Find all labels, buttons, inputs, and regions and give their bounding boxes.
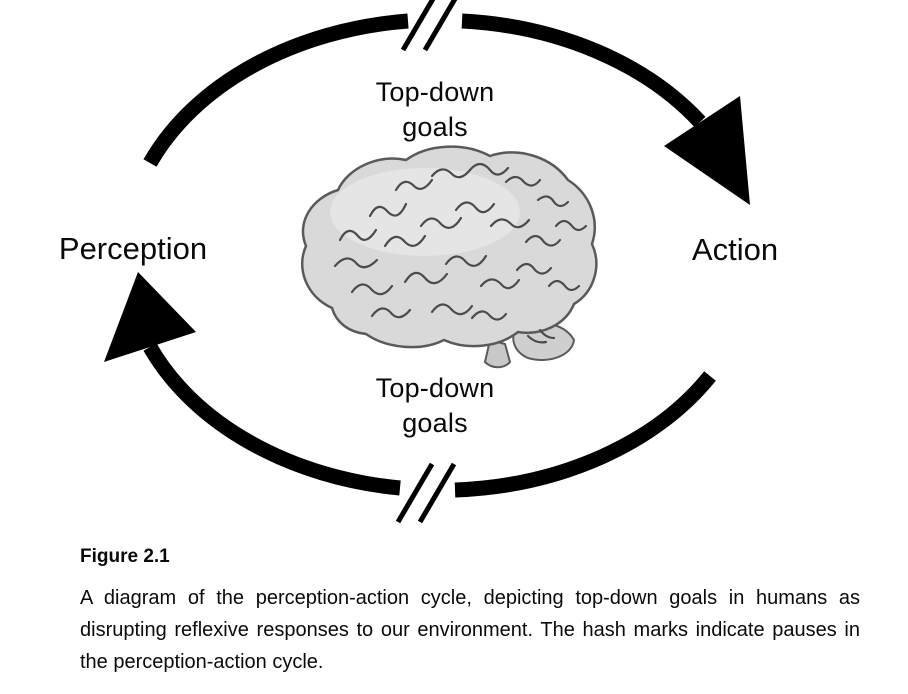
bottom-goals-line1: Top-down bbox=[375, 373, 495, 403]
action-label: Action bbox=[691, 232, 779, 267]
figure-caption: Figure 2.1 A diagram of the perception-a… bbox=[80, 546, 860, 678]
brain-icon bbox=[301, 145, 598, 369]
figure-caption-text: A diagram of the perception-action cycle… bbox=[80, 587, 860, 673]
top-hash-marks bbox=[400, 0, 458, 52]
action-arrowhead bbox=[664, 96, 750, 205]
perception-action-cycle-diagram: Top-down goals Top-down goals Perception… bbox=[58, 0, 779, 524]
top-goals-label: Top-down goals bbox=[310, 75, 560, 145]
cycle-diagram-canvas bbox=[104, 0, 750, 524]
perception-arrowhead bbox=[104, 272, 196, 362]
perception-label: Perception bbox=[58, 231, 208, 266]
cycle-bottom-arc bbox=[143, 343, 716, 498]
top-goals-line2: goals bbox=[402, 112, 468, 142]
bottom-goals-label: Top-down goals bbox=[310, 371, 560, 441]
cycle-top-arc bbox=[143, 13, 706, 167]
bottom-goals-line2: goals bbox=[402, 408, 468, 438]
bottom-hash-marks bbox=[395, 462, 457, 524]
top-goals-line1: Top-down bbox=[375, 77, 495, 107]
figure-number: Figure 2.1 bbox=[80, 546, 170, 567]
